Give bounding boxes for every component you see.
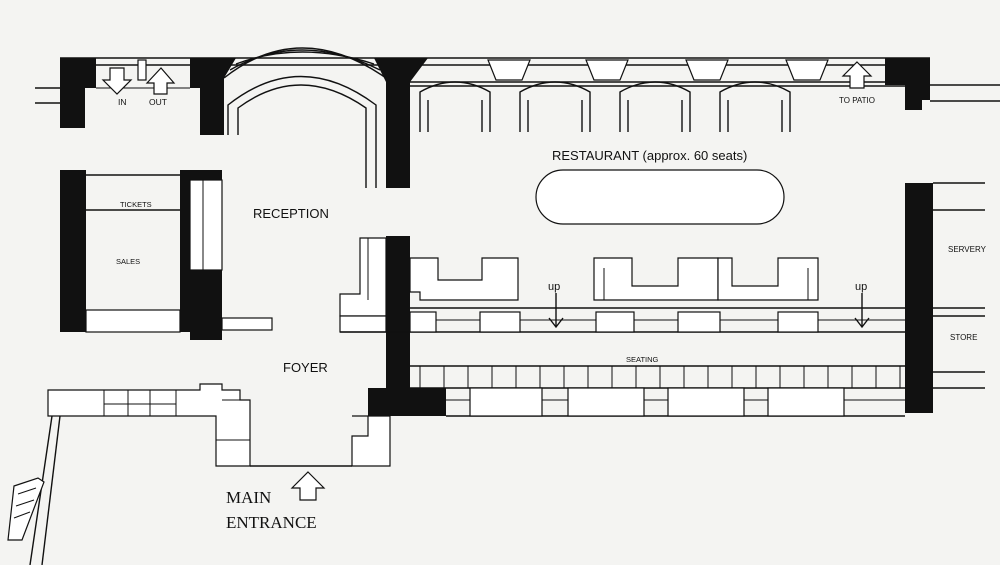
sales-label: SALES xyxy=(116,257,140,266)
up-label-left: up xyxy=(548,281,560,293)
out-arrow-icon xyxy=(145,67,176,95)
to-patio-label: TO PATIO xyxy=(839,96,875,105)
up-label-right: up xyxy=(855,281,867,293)
servery-store-block: SERVERY STORE xyxy=(933,182,987,389)
main-entrance: MAIN ENTRANCE xyxy=(226,471,326,532)
to-patio-arrow-icon xyxy=(841,61,873,89)
arrow-down-icon xyxy=(548,317,564,329)
in-out-doors: IN OUT xyxy=(96,59,190,107)
store-label: STORE xyxy=(950,333,977,342)
restaurant-arcade xyxy=(410,59,905,132)
in-arrow-icon xyxy=(101,67,133,95)
entrance-arrow-icon xyxy=(290,471,326,501)
in-label: IN xyxy=(118,97,127,107)
foyer-inner-walls xyxy=(339,237,391,467)
out-label: OUT xyxy=(149,97,167,107)
restaurant-table xyxy=(535,169,785,225)
step-up-right: up xyxy=(854,281,870,329)
bottom-seating xyxy=(410,365,905,417)
reception-label: RECEPTION xyxy=(253,206,329,221)
booth-seating-row xyxy=(409,257,819,301)
seating-label: SEATING xyxy=(626,355,659,364)
tickets-label: TICKETS xyxy=(120,200,152,209)
main-entrance-line2: ENTRANCE xyxy=(226,513,317,532)
step-up-left: up xyxy=(548,281,564,329)
main-entrance-line1: MAIN xyxy=(226,488,271,507)
restaurant-label: RESTAURANT (approx. 60 seats) xyxy=(552,148,747,163)
ticket-booth: TICKETS SALES xyxy=(85,174,273,333)
arrow-down-icon xyxy=(854,317,870,329)
reception-arch xyxy=(223,47,387,188)
lower-left-wall xyxy=(7,383,352,565)
foyer-label: FOYER xyxy=(283,360,328,375)
wall-masses xyxy=(60,58,933,416)
to-patio-door: TO PATIO xyxy=(839,61,875,105)
step-platform xyxy=(340,307,905,333)
servery-label: SERVERY xyxy=(948,245,987,254)
